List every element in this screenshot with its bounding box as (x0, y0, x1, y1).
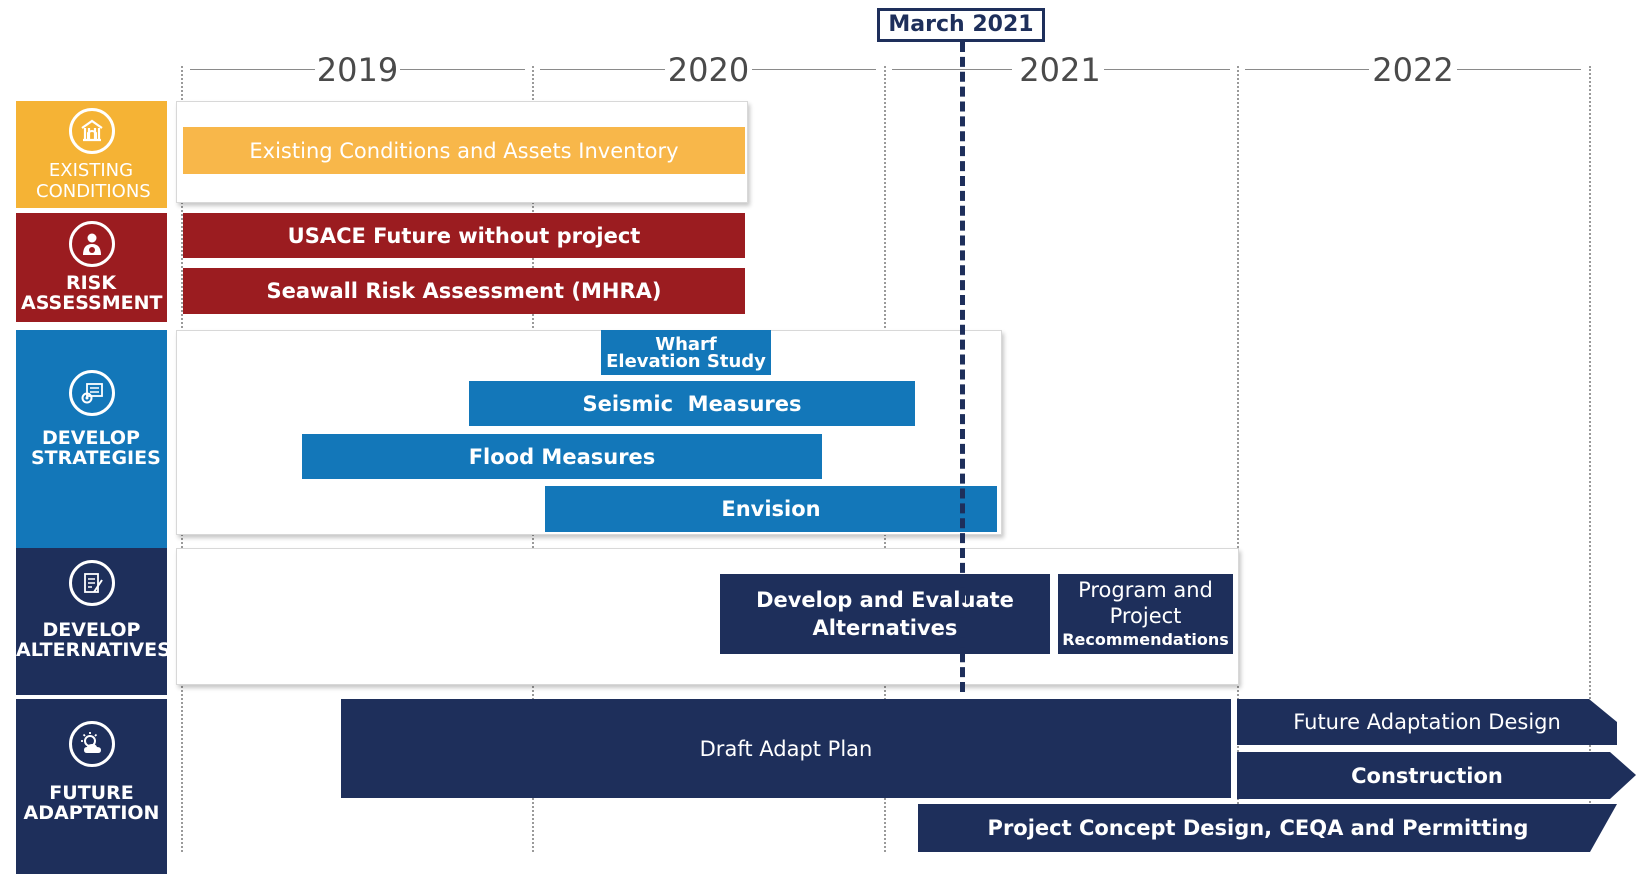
year-label-2022: 2022 (1372, 51, 1454, 89)
gridline-2022-start (1237, 66, 1239, 852)
bar-existing-conditions-inventory: Existing Conditions and Assets Inventory (183, 127, 745, 174)
bar-envision: Envision (545, 486, 997, 532)
bar-label: Draft Adapt Plan (699, 736, 873, 761)
bar-label: Seawall Risk Assessment (MHRA) (266, 279, 662, 303)
year-span-line (892, 69, 1012, 70)
bar-label-line2: Project (1109, 604, 1182, 628)
milestone-label: March 2021 (877, 8, 1045, 42)
bar-seawall-risk-assessment: Seawall Risk Assessment (MHRA) (183, 268, 745, 314)
bar-develop-and-evaluate-alternatives: Develop and Evaluate Alternatives (720, 574, 1050, 654)
bar-program-and-project-recommendations: Program and Project Recommendations (1058, 574, 1233, 654)
row-label-text: DEVELOP ALTERNATIVES (16, 619, 171, 661)
bar-label: Wharf Elevation Study (606, 333, 766, 372)
checklist-icon (68, 560, 115, 606)
bar-usace-future-without-project: USACE Future without project (183, 213, 745, 258)
bar-project-concept-design-ceqa-permitting: Project Concept Design, CEQA and Permitt… (918, 804, 1598, 852)
row-label-develop-alternatives: DEVELOP ALTERNATIVES (16, 548, 171, 695)
row-label-text: EXISTING CONDITIONS (36, 160, 151, 202)
bar-label: Construction (1351, 763, 1503, 788)
bar-construction-shape (1237, 752, 1636, 799)
blueprint-gear-icon (68, 370, 115, 416)
bar-wharf-elevation-study: Wharf Elevation Study (601, 330, 771, 375)
row-label-text: RISK ASSESSMENT (21, 272, 163, 314)
row-label-risk-assessment: RISK ASSESSMENT (16, 213, 167, 322)
row-label-future-adaptation: FUTURE ADAPTATION (16, 699, 167, 874)
bar-label: Develop and Evaluate Alternatives (756, 588, 1014, 640)
year-label-2019: 2019 (316, 51, 399, 89)
year-span-line (190, 69, 315, 70)
bar-label: Envision (721, 497, 821, 521)
row-label-develop-strategies: DEVELOP STRATEGIES (16, 330, 167, 573)
year-span-line (1457, 69, 1581, 70)
year-span-line (540, 69, 665, 70)
bar-label: Existing Conditions and Assets Inventory (249, 138, 679, 163)
sun-cloud-icon (68, 721, 115, 767)
bar-future-adaptation-design-shape (1237, 699, 1617, 745)
year-label-2021: 2021 (1019, 51, 1101, 89)
bar-construction: Construction (1237, 752, 1617, 799)
row-label-existing-conditions: EXISTING CONDITIONS (16, 101, 167, 208)
gridline-2022-end (1589, 66, 1591, 826)
bar-label-line3: Recommendations (1062, 630, 1229, 649)
bar-draft-adapt-plan: Draft Adapt Plan (341, 699, 1231, 798)
bar-future-adaptation-design: Future Adaptation Design (1237, 699, 1617, 745)
row-label-text: DEVELOP STRATEGIES (31, 427, 161, 469)
row-label-text: FUTURE ADAPTATION (23, 782, 160, 824)
bar-label: USACE Future without project (287, 223, 641, 248)
bar-label: Seismic Measures (582, 391, 802, 416)
year-label-2020: 2020 (667, 51, 750, 89)
year-span-line (1104, 69, 1230, 70)
bar-flood-measures: Flood Measures (302, 434, 822, 479)
building-icon (68, 108, 115, 154)
bar-seismic-measures: Seismic Measures (469, 381, 915, 426)
bar-label: Flood Measures (468, 444, 656, 469)
arrow-bars-container (918, 699, 1636, 852)
bar-label: Project Concept Design, CEQA and Permitt… (987, 816, 1529, 840)
bar-project-concept-design-shape (918, 804, 1617, 852)
milestone-marker-line (960, 42, 965, 692)
year-span-line (1245, 69, 1369, 70)
bar-label-line1: Program and (1078, 578, 1213, 602)
year-span-line (752, 69, 876, 70)
person-icon (68, 221, 115, 267)
bar-label: Future Adaptation Design (1293, 710, 1561, 734)
year-span-line (400, 69, 525, 70)
